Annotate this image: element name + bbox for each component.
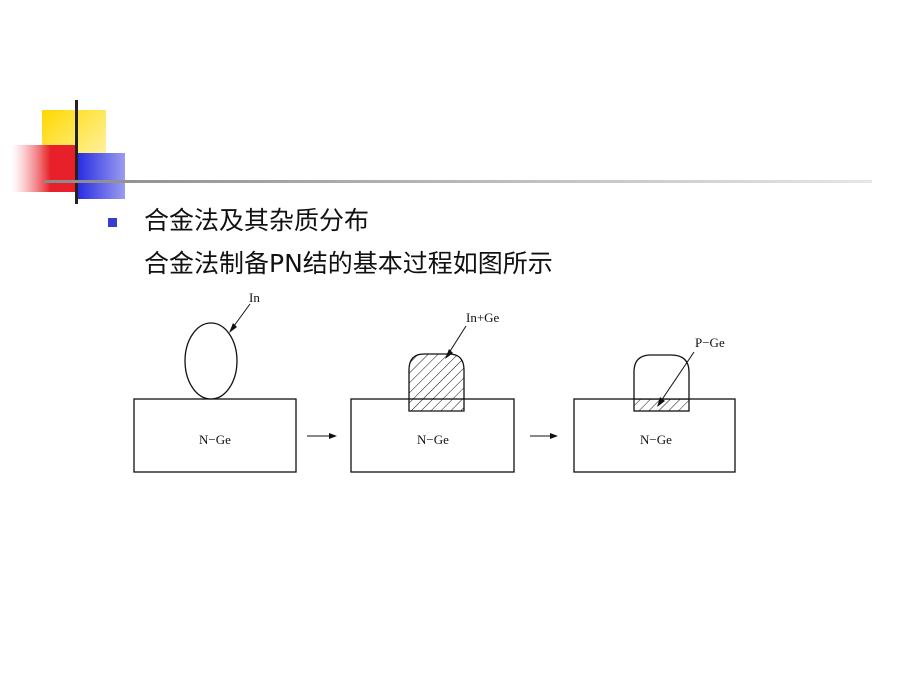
indium-drop (184, 322, 238, 400)
leader-line-3 (658, 351, 695, 405)
indium-cap (633, 354, 690, 399)
substrate-label-3: N−Ge (640, 432, 672, 447)
leader-arrow-1 (229, 323, 237, 333)
label-p-ge: P−Ge (695, 335, 725, 350)
leader-arrow-2 (445, 349, 453, 359)
red-square (12, 145, 76, 192)
label-in-ge: In+Ge (466, 310, 500, 325)
panel-3: P−Ge N−Ge (573, 335, 736, 473)
blue-square (78, 153, 125, 199)
substrate-label-1: N−Ge (199, 432, 231, 447)
substrate-1 (133, 398, 297, 473)
bullet-heading: 合金法及其杂质分布 (144, 206, 370, 235)
label-in: In (249, 290, 260, 305)
alloy-region (408, 353, 465, 412)
corner-decoration (12, 100, 872, 204)
alloy-process-diagram: In N−Ge In+Ge N−Ge P−Ge N−Ge (133, 290, 736, 473)
square-bullet-icon (108, 218, 117, 227)
horizontal-rule (44, 180, 872, 183)
vertical-rule (75, 100, 78, 204)
sub-text: 合金法制备PN结的基本过程如图所示 (144, 249, 553, 278)
panel-2: In+Ge N−Ge (350, 310, 515, 473)
process-arrow-1 (307, 433, 337, 439)
substrate-label-2: N−Ge (417, 432, 449, 447)
panel-1: In N−Ge (133, 290, 297, 473)
leader-arrow-3 (657, 397, 665, 407)
process-arrow-2 (530, 433, 558, 439)
